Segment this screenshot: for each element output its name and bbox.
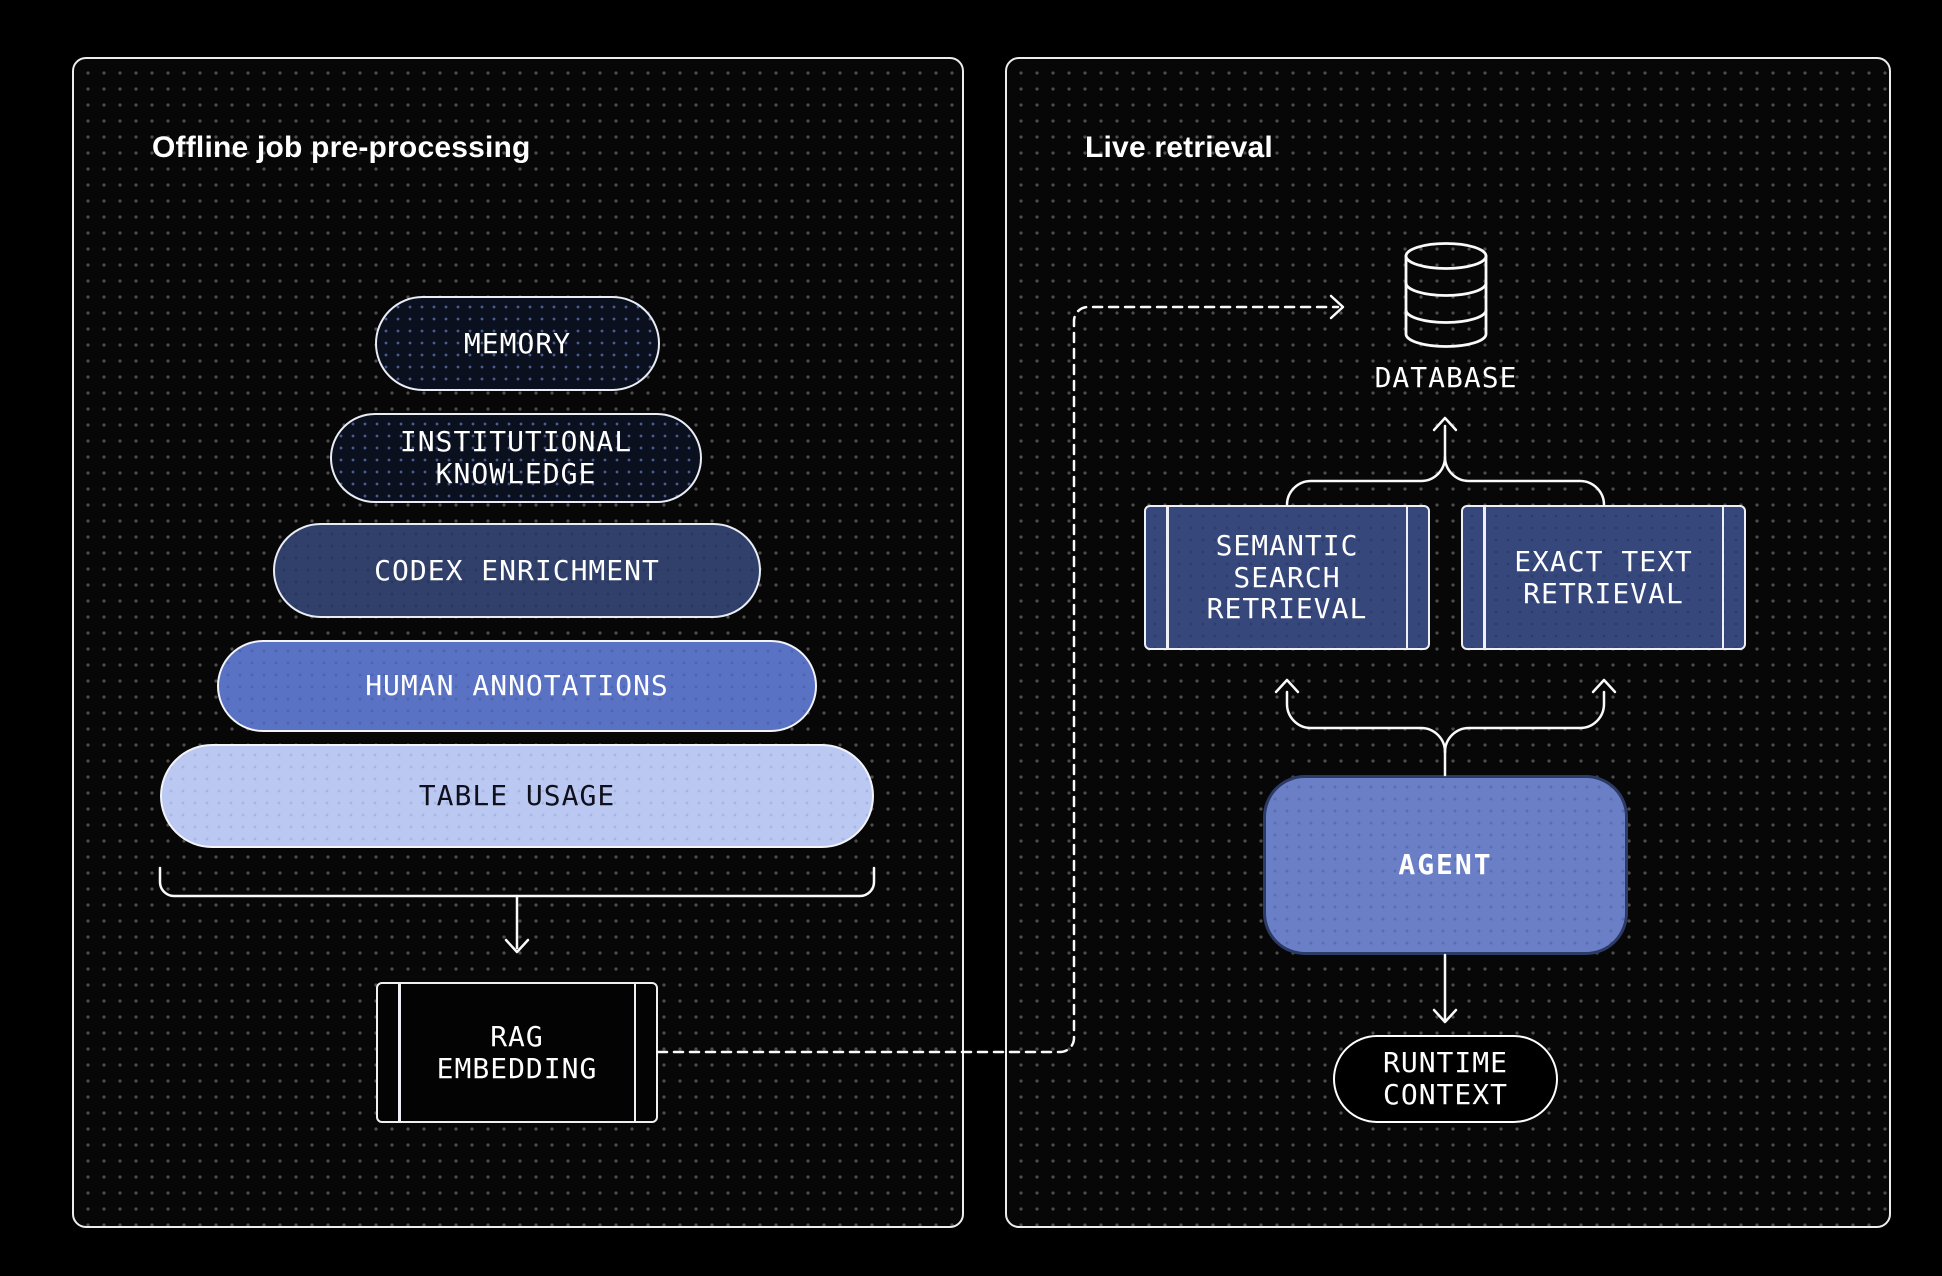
node-rag-embedding: RAG EMBEDDING [376, 982, 658, 1123]
node-human-annotations: HUMAN ANNOTATIONS [217, 640, 817, 732]
node-exact-text-retrieval: EXACT TEXT RETRIEVAL [1461, 505, 1746, 650]
node-memory: MEMORY [375, 296, 660, 391]
node-database: DATABASE [1346, 360, 1546, 396]
node-exact-text-retrieval-label: EXACT TEXT RETRIEVAL [1514, 544, 1693, 610]
node-table-usage-label: TABLE USAGE [418, 779, 616, 813]
node-table-usage: TABLE USAGE [160, 744, 874, 848]
panel-title-live: Live retrieval [1085, 131, 1273, 164]
filmstrip-line [1483, 507, 1486, 648]
node-memory-label: MEMORY [463, 326, 572, 360]
filmstrip-line [1721, 507, 1724, 648]
filmstrip-line [1405, 507, 1408, 648]
node-institutional-knowledge-label: INSTITUTIONAL KNOWLEDGE [399, 425, 633, 490]
node-human-annotations-label: HUMAN ANNOTATIONS [365, 669, 669, 703]
filmstrip-line [633, 984, 636, 1121]
node-runtime-context-label: RUNTIME CONTEXT [1382, 1046, 1508, 1111]
node-database-label: DATABASE [1374, 361, 1518, 395]
node-agent-label: AGENT [1398, 848, 1493, 882]
node-codex-enrichment-label: CODEX ENRICHMENT [374, 553, 660, 587]
filmstrip-line [398, 984, 401, 1121]
node-rag-embedding-label: RAG EMBEDDING [436, 1019, 598, 1085]
node-agent: AGENT [1263, 775, 1628, 955]
filmstrip-line [1166, 507, 1169, 648]
node-semantic-search-retrieval: SEMANTIC SEARCH RETRIEVAL [1144, 505, 1430, 650]
node-institutional-knowledge: INSTITUTIONAL KNOWLEDGE [330, 413, 702, 503]
panel-title-offline: Offline job pre-processing [152, 131, 531, 164]
node-semantic-search-retrieval-label: SEMANTIC SEARCH RETRIEVAL [1206, 528, 1368, 626]
node-runtime-context: RUNTIME CONTEXT [1333, 1035, 1558, 1123]
node-codex-enrichment: CODEX ENRICHMENT [273, 523, 761, 618]
